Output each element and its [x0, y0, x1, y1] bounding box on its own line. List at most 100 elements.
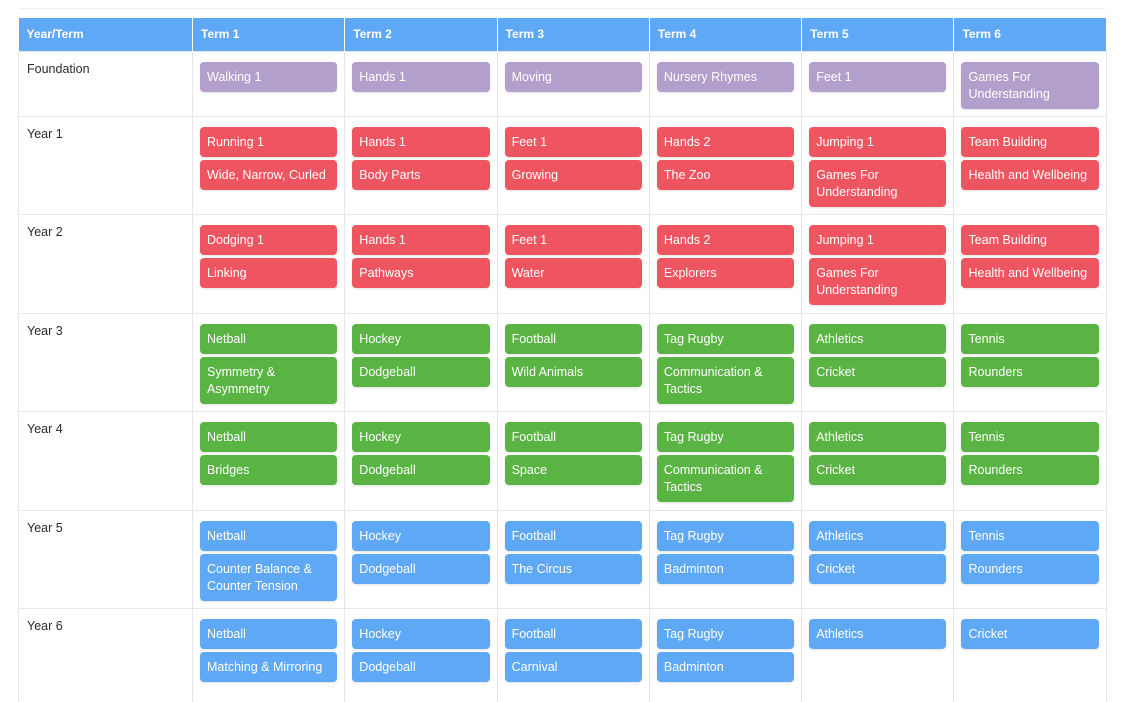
unit-badge[interactable]: Athletics [809, 323, 947, 354]
year-label: Year 3 [18, 312, 193, 412]
unit-badge[interactable]: Jumping 1 [809, 225, 947, 255]
unit-badge[interactable]: Dodgeball [352, 553, 490, 584]
unit-badge[interactable]: Netball [200, 619, 338, 649]
unit-badge[interactable]: Dodgeball [352, 652, 490, 682]
unit-badge[interactable]: Running 1 [200, 126, 338, 157]
unit-badge[interactable]: Tag Rugby [656, 619, 795, 649]
unit-badge[interactable]: Growing [504, 159, 642, 190]
unit-badge[interactable]: Netball [200, 422, 338, 452]
unit-badge[interactable]: Jumping 1 [809, 126, 947, 157]
unit-badge[interactable]: Linking [200, 258, 338, 288]
unit-badge[interactable]: Communication & Tactics [656, 356, 795, 404]
unit-badge[interactable]: Games For Understanding [809, 159, 947, 207]
unit-badge[interactable]: Hands 1 [352, 61, 490, 92]
unit-badge[interactable]: Badminton [656, 553, 795, 584]
unit-badge[interactable]: Hands 1 [352, 126, 490, 157]
unit-badge[interactable]: Tag Rugby [656, 520, 795, 551]
header-row: Year/Term Term 1 Term 2 Term 3 Term 4 Te… [18, 18, 1107, 51]
header-term-4: Term 4 [648, 18, 802, 51]
unit-badge[interactable]: Pathways [352, 258, 490, 288]
unit-badge[interactable]: Body Parts [352, 159, 490, 190]
unit-badge[interactable]: Hockey [352, 520, 490, 551]
unit-badge[interactable]: Football [504, 422, 642, 452]
unit-badge[interactable]: Football [504, 520, 642, 551]
unit-badge[interactable]: Athletics [809, 422, 947, 452]
unit-badge[interactable]: Netball [200, 520, 338, 551]
unit-badge[interactable]: Carnival [504, 652, 642, 682]
term-cell-1: Walking 1 [191, 50, 346, 117]
unit-badge[interactable]: Wide, Narrow, Curled [200, 159, 338, 190]
unit-badge[interactable]: Communication & Tactics [656, 455, 795, 502]
unit-badge[interactable]: Hands 2 [656, 126, 795, 157]
unit-badge[interactable]: Netball [200, 323, 338, 354]
unit-badge[interactable]: Feet 1 [504, 225, 642, 255]
unit-badge[interactable]: Athletics [809, 619, 947, 649]
unit-badge[interactable]: Feet 1 [809, 61, 947, 92]
unit-badge[interactable]: Dodgeball [352, 455, 490, 485]
unit-badge[interactable]: Games For Understanding [809, 258, 947, 305]
unit-badge[interactable]: Tennis [961, 323, 1099, 354]
unit-badge[interactable]: Symmetry & Asymmetry [200, 356, 338, 404]
unit-badge[interactable]: Cricket [809, 356, 947, 387]
header-term-6: Term 6 [953, 18, 1107, 51]
unit-badge[interactable]: Dodging 1 [200, 225, 338, 255]
unit-badge[interactable]: Tag Rugby [656, 323, 795, 354]
unit-badge[interactable]: Football [504, 619, 642, 649]
unit-badge[interactable]: Health and Wellbeing [961, 159, 1099, 190]
unit-badge[interactable]: Badminton [656, 652, 795, 682]
unit-badge[interactable]: Dodgeball [352, 356, 490, 387]
unit-badge[interactable]: Wild Animals [504, 356, 642, 387]
header-term-2: Term 2 [344, 18, 498, 51]
unit-badge[interactable]: Cricket [809, 455, 947, 485]
term-cell-6: Cricket [953, 608, 1107, 702]
unit-badge[interactable]: Team Building [961, 126, 1099, 157]
unit-badge[interactable]: The Circus [504, 553, 642, 584]
top-divider [20, 8, 1106, 9]
unit-badge[interactable]: Team Building [961, 225, 1099, 255]
unit-badge[interactable]: Rounders [961, 455, 1099, 485]
term-cell-2: Hands 1 [344, 50, 498, 117]
unit-badge[interactable]: Rounders [961, 356, 1099, 387]
unit-badge[interactable]: Moving [504, 61, 642, 92]
unit-badge[interactable]: Hockey [352, 619, 490, 649]
unit-badge[interactable]: Cricket [809, 553, 947, 584]
unit-badge[interactable]: Athletics [809, 520, 947, 551]
unit-badge[interactable]: Space [504, 455, 642, 485]
unit-badge[interactable]: Water [504, 258, 642, 288]
unit-badge[interactable]: Cricket [961, 619, 1099, 649]
unit-badge[interactable]: Games For Understanding [961, 61, 1099, 109]
unit-badge[interactable]: Bridges [200, 455, 338, 485]
unit-badge[interactable]: Tag Rugby [656, 422, 795, 452]
unit-badge[interactable]: Matching & Mirroring [200, 652, 338, 682]
unit-badge[interactable]: Rounders [961, 553, 1099, 584]
unit-badge[interactable]: Hands 1 [352, 225, 490, 255]
unit-badge[interactable]: Tennis [961, 520, 1099, 551]
unit-badge[interactable]: Tennis [961, 422, 1099, 452]
unit-badge[interactable]: The Zoo [656, 159, 795, 190]
unit-badge[interactable]: Health and Wellbeing [961, 258, 1099, 288]
unit-badge[interactable]: Feet 1 [504, 126, 642, 157]
unit-badge[interactable]: Hands 2 [656, 225, 795, 255]
unit-badge[interactable]: Hockey [352, 323, 490, 354]
unit-badge[interactable]: Hockey [352, 422, 490, 452]
unit-badge[interactable]: Explorers [656, 258, 795, 288]
unit-badge[interactable]: Counter Balance & Counter Tension [200, 553, 338, 601]
unit-badge[interactable]: Nursery Rhymes [656, 61, 795, 92]
unit-badge[interactable]: Football [504, 323, 642, 354]
term-cell-3: Moving [496, 50, 650, 117]
year-label: Year 6 [18, 608, 193, 702]
unit-badge[interactable]: Walking 1 [200, 61, 338, 92]
